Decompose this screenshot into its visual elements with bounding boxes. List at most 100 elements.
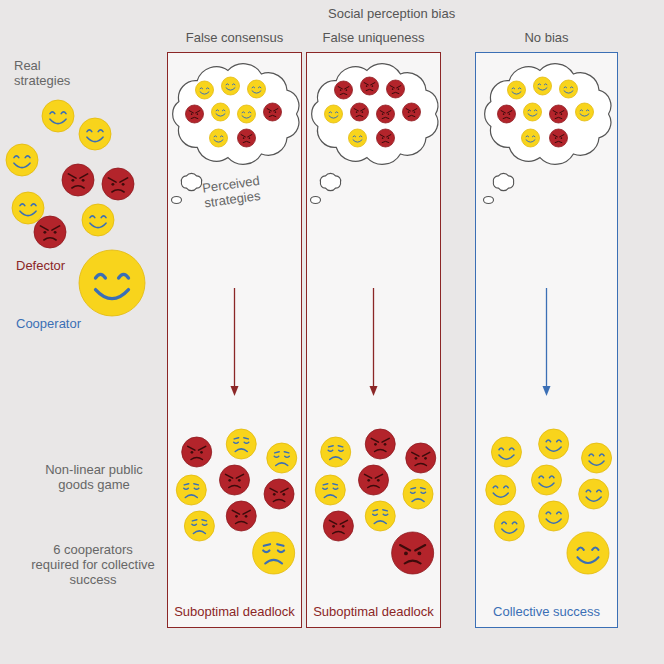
face-disc (176, 475, 206, 505)
face-stroke (353, 140, 362, 142)
face-stroke (412, 452, 419, 456)
face-stroke (544, 83, 547, 85)
face-stroke (364, 83, 368, 85)
face-stroke (546, 512, 551, 514)
face-disc (238, 129, 256, 147)
face-stroke (108, 178, 116, 182)
box-fill (306, 52, 441, 628)
face-stroke (274, 456, 279, 457)
face-disc (62, 164, 94, 196)
face-disc (325, 105, 343, 123)
face-stroke (405, 561, 421, 564)
face-stroke (518, 87, 521, 89)
face-disc (532, 465, 562, 495)
face-stroke (235, 449, 247, 452)
face-stroke (555, 117, 562, 118)
face-stroke (278, 550, 284, 552)
outcome-label: Suboptimal deadlock (172, 604, 297, 619)
face-stroke (96, 274, 106, 278)
face-disc (579, 479, 609, 509)
face-stroke (361, 109, 365, 111)
face-stroke (234, 438, 239, 439)
face-disc (494, 511, 524, 541)
face-stroke (356, 115, 363, 116)
face-stroke (199, 446, 206, 450)
face-stroke (397, 86, 401, 88)
face-disc (264, 103, 282, 121)
face-disc (387, 80, 405, 98)
face-disc (377, 129, 395, 147)
cooperator-face (196, 81, 214, 99)
face-stroke (243, 510, 250, 514)
face-stroke (323, 488, 328, 489)
face-stroke (50, 112, 55, 114)
face-stroke (375, 474, 382, 478)
face-stroke (380, 135, 384, 137)
cooperator-face (226, 429, 256, 459)
cooperator-face (210, 129, 228, 147)
cloud-outline (312, 64, 438, 165)
cloud-bubble (172, 197, 182, 204)
cloud-bubble (320, 173, 340, 190)
defector-face (34, 216, 66, 248)
face-eye (408, 111, 410, 113)
face-stroke (550, 476, 555, 478)
face-eye (372, 85, 374, 87)
defector-face (238, 129, 256, 147)
face-stroke (14, 156, 19, 158)
face-stroke (120, 178, 128, 182)
outcome-group (176, 429, 296, 574)
face-stroke (324, 495, 336, 498)
face-stroke (415, 463, 426, 465)
arrow-head (370, 386, 378, 396)
cooperator-face (79, 250, 145, 316)
face-stroke (25, 156, 30, 158)
face-eye (382, 137, 384, 139)
face-stroke (191, 117, 198, 118)
face-disc (567, 532, 609, 574)
cooperator-face (267, 443, 297, 473)
face-stroke (504, 486, 509, 488)
cooperator-face (176, 475, 206, 505)
face-stroke (72, 186, 84, 188)
face-stroke (200, 92, 209, 94)
face-stroke (564, 86, 567, 88)
face-disc (349, 129, 367, 147)
face-stroke (20, 211, 36, 215)
face-stroke (546, 447, 561, 451)
face-stroke (560, 135, 564, 137)
cooperator-face (534, 77, 552, 95)
face-disc (406, 443, 436, 473)
face-stroke (560, 111, 564, 113)
face-disc (34, 216, 66, 248)
face-stroke (184, 484, 189, 485)
face-stroke (597, 490, 602, 492)
face-stroke (329, 116, 338, 118)
face-stroke (586, 497, 601, 501)
face-eye (384, 443, 387, 446)
defector-face (186, 105, 204, 123)
column-box: False consensusSuboptimal deadlock (167, 52, 302, 628)
face-stroke (274, 109, 278, 111)
face-stroke (345, 87, 349, 89)
face-disc (226, 501, 256, 531)
face-stroke (236, 474, 243, 478)
face-disc (486, 475, 516, 505)
face-stroke (323, 484, 328, 485)
face-stroke (52, 226, 60, 230)
face-stroke (252, 91, 261, 93)
column-heading: No bias (466, 30, 627, 45)
defector-face (550, 105, 568, 123)
face-eye (228, 479, 231, 482)
annotation-label: 6 cooperators required for collective su… (30, 542, 156, 587)
face-eye (191, 113, 193, 115)
defector-face (403, 103, 421, 121)
face-disc (365, 429, 395, 459)
face-stroke (557, 512, 562, 514)
face-eye (366, 85, 368, 87)
cooperator-face (491, 437, 521, 467)
face-stroke (277, 544, 283, 546)
face-eye (561, 113, 563, 115)
face-stroke (501, 111, 505, 113)
face-stroke (499, 448, 504, 450)
